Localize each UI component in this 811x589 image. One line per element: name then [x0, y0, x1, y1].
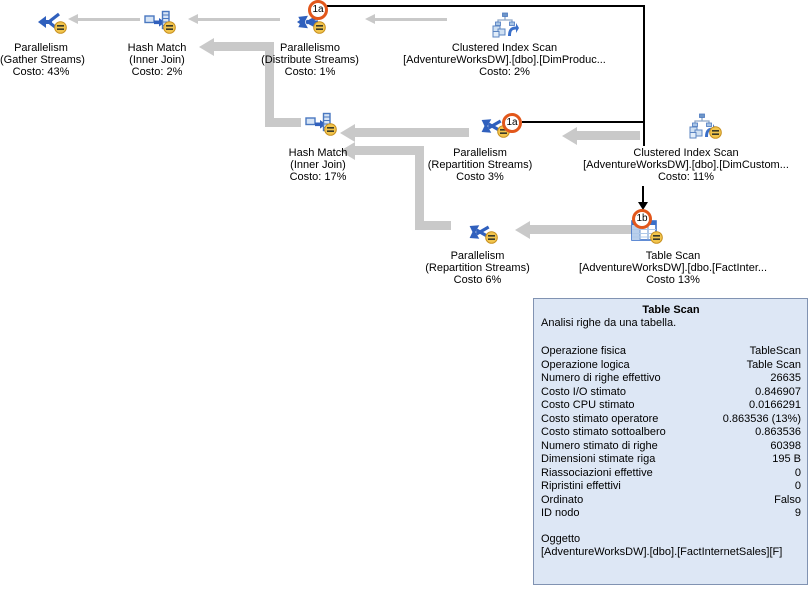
node-label: Clustered Index Scan: [451, 42, 558, 54]
row-label: Costo CPU stimato: [541, 399, 635, 411]
hash-match-icon: [144, 10, 176, 34]
node-label: Table Scan: [645, 250, 701, 262]
node-table-scan[interactable]: Table Scan [AdventureWorksDW].[dbo.[Fact…: [560, 218, 786, 286]
tooltip-row: Ordinato Falso: [541, 494, 801, 508]
node-cost: Costo: 2%: [479, 66, 530, 78]
node-object: [AdventureWorksDW].[dbo.[FactInter...: [578, 262, 768, 274]
row-value: 0.0166291: [749, 399, 801, 411]
row-value: Table Scan: [746, 358, 801, 371]
region-badge-1a-mid: 1a: [502, 113, 522, 133]
cost-gold-badge: [313, 21, 326, 37]
node-hash-match-top[interactable]: Hash Match (Inner Join) Costo: 2%: [116, 10, 198, 78]
row-value: 0: [794, 466, 801, 479]
row-value: 60398: [770, 439, 801, 452]
parallelism-distribute-icon: [296, 10, 326, 34]
node-cost: Costo: 43%: [12, 66, 70, 78]
row-label: Riassociazioni effettive: [541, 466, 653, 479]
region-badge-1b: 1b: [632, 209, 652, 229]
tooltip-row: Operazione logica Table Scan: [541, 359, 801, 373]
node-label: Hash Match: [288, 147, 348, 159]
region-badge-1a-top: 1a: [308, 0, 328, 20]
row-label: Ripristini effettivi: [541, 480, 621, 492]
cost-gold-badge: [163, 21, 176, 37]
cost-gold-badge: [484, 231, 498, 247]
row-label: ID nodo: [541, 507, 580, 519]
tooltip-description: Analisi righe da una tabella.: [541, 317, 677, 329]
node-label: Hash Match: [127, 42, 187, 54]
row-value: 0.863536 (13%): [722, 412, 801, 425]
node-cost: Costo: 1%: [284, 66, 336, 78]
row-label: Costo stimato sottoalbero: [541, 426, 666, 438]
node-clustered-index-scan-dimproduct[interactable]: Clustered Index Scan [AdventureWorksDW].…: [391, 12, 618, 78]
node-sublabel: (Distribute Streams): [261, 54, 359, 66]
row-label: Numero di righe effettivo: [541, 372, 661, 384]
tooltip-row: Numero stimato di righe 60398: [541, 440, 801, 454]
row-value: 0.863536: [755, 426, 801, 438]
node-cost: Costo: 2%: [131, 66, 183, 78]
cost-gold-badge: [709, 126, 722, 142]
tooltip-object-label: Oggetto: [541, 532, 581, 545]
tooltip-row: Operazione fisica TableScan: [541, 345, 801, 359]
node-cost: Costo: 11%: [657, 171, 715, 183]
parallelism-gather-icon: [37, 10, 67, 34]
row-label: Costo stimato operatore: [541, 412, 659, 425]
node-label: Parallelism: [450, 250, 505, 262]
tooltip-row: ID nodo 9: [541, 507, 801, 521]
node-parallelism-repartition-6[interactable]: Parallelism (Repartition Streams) Costo …: [405, 218, 550, 286]
row-value: 0: [794, 480, 801, 492]
row-label: Operazione fisica: [541, 345, 626, 357]
row-label: Dimensioni stimate riga: [541, 453, 656, 465]
node-cost: Costo 3%: [456, 171, 504, 183]
tooltip-row: Ripristini effettivi 0: [541, 480, 801, 494]
node-label: Clustered Index Scan: [633, 147, 739, 159]
node-cost: Costo 13%: [646, 274, 700, 286]
clustered-index-scan-icon: [491, 12, 519, 38]
row-label: Numero stimato di righe: [541, 439, 658, 452]
tooltip-row: Dimensioni stimate riga 195 B: [541, 453, 801, 467]
node-label: Parallelism: [453, 147, 507, 159]
tooltip-row: Riassociazioni effettive 0: [541, 467, 801, 481]
row-value: 195 B: [772, 453, 801, 465]
row-value: TableScan: [749, 345, 801, 357]
node-object: [AdventureWorksDW].[dbo].[DimCustom...: [583, 159, 789, 171]
row-value: 0.846907: [755, 385, 801, 398]
node-object: [AdventureWorksDW].[dbo].[DimProduc...: [403, 54, 606, 66]
node-sublabel: (Repartition Streams): [425, 262, 530, 274]
node-label: Parallelism: [14, 42, 68, 54]
hash-match-icon: [305, 112, 337, 136]
row-value: Falso: [774, 493, 801, 506]
cost-gold-badge: [650, 231, 663, 247]
tooltip-object-value: [AdventureWorksDW].[dbo].[FactInternetSa…: [541, 546, 783, 558]
node-cost: Costo 6%: [453, 274, 502, 286]
tooltip-title: Table Scan: [642, 304, 700, 316]
node-sublabel: (Inner Join): [129, 54, 185, 66]
row-value: 26635: [770, 372, 801, 384]
node-parallelism-repartition-3[interactable]: Parallelism (Repartition Streams) Costo …: [410, 110, 550, 183]
node-sublabel: (Repartition Streams): [427, 159, 533, 171]
row-label: Ordinato: [541, 493, 584, 506]
row-value: 9: [794, 507, 801, 519]
clustered-index-scan-icon: [688, 113, 722, 139]
node-cost: Costo: 17%: [289, 171, 347, 183]
tooltip-row: Numero di righe effettivo 26635: [541, 372, 801, 386]
tooltip-row: Costo stimato sottoalbero 0.863536: [541, 426, 801, 440]
row-label: Costo I/O stimato: [541, 385, 626, 398]
node-parallelism-gather[interactable]: Parallelism (Gather Streams) Costo: 43%: [0, 10, 85, 78]
node-sublabel: (Inner Join): [290, 159, 346, 171]
node-parallelism-distribute[interactable]: Parallelismo (Distribute Streams) Costo:…: [247, 10, 373, 78]
cost-gold-badge: [54, 21, 67, 37]
operator-tooltip: Table Scan Analisi righe da una tabella.…: [533, 298, 808, 585]
tooltip-row: Costo I/O stimato 0.846907: [541, 386, 801, 400]
parallelism-repartition-icon: [480, 114, 510, 138]
cost-gold-badge: [324, 123, 337, 139]
node-clustered-index-scan-dimcustomer[interactable]: Clustered Index Scan [AdventureWorksDW].…: [570, 110, 802, 183]
row-label: Operazione logica: [541, 358, 630, 371]
node-sublabel: (Gather Streams): [0, 54, 85, 66]
tooltip-row: Costo stimato operatore 0.863536 (13%): [541, 413, 801, 427]
node-hash-match-mid[interactable]: Hash Match (Inner Join) Costo: 17%: [277, 110, 359, 183]
tooltip-row: Costo CPU stimato 0.0166291: [541, 399, 801, 413]
parallelism-repartition-icon: [468, 220, 498, 244]
node-label: Parallelismo: [280, 42, 340, 54]
